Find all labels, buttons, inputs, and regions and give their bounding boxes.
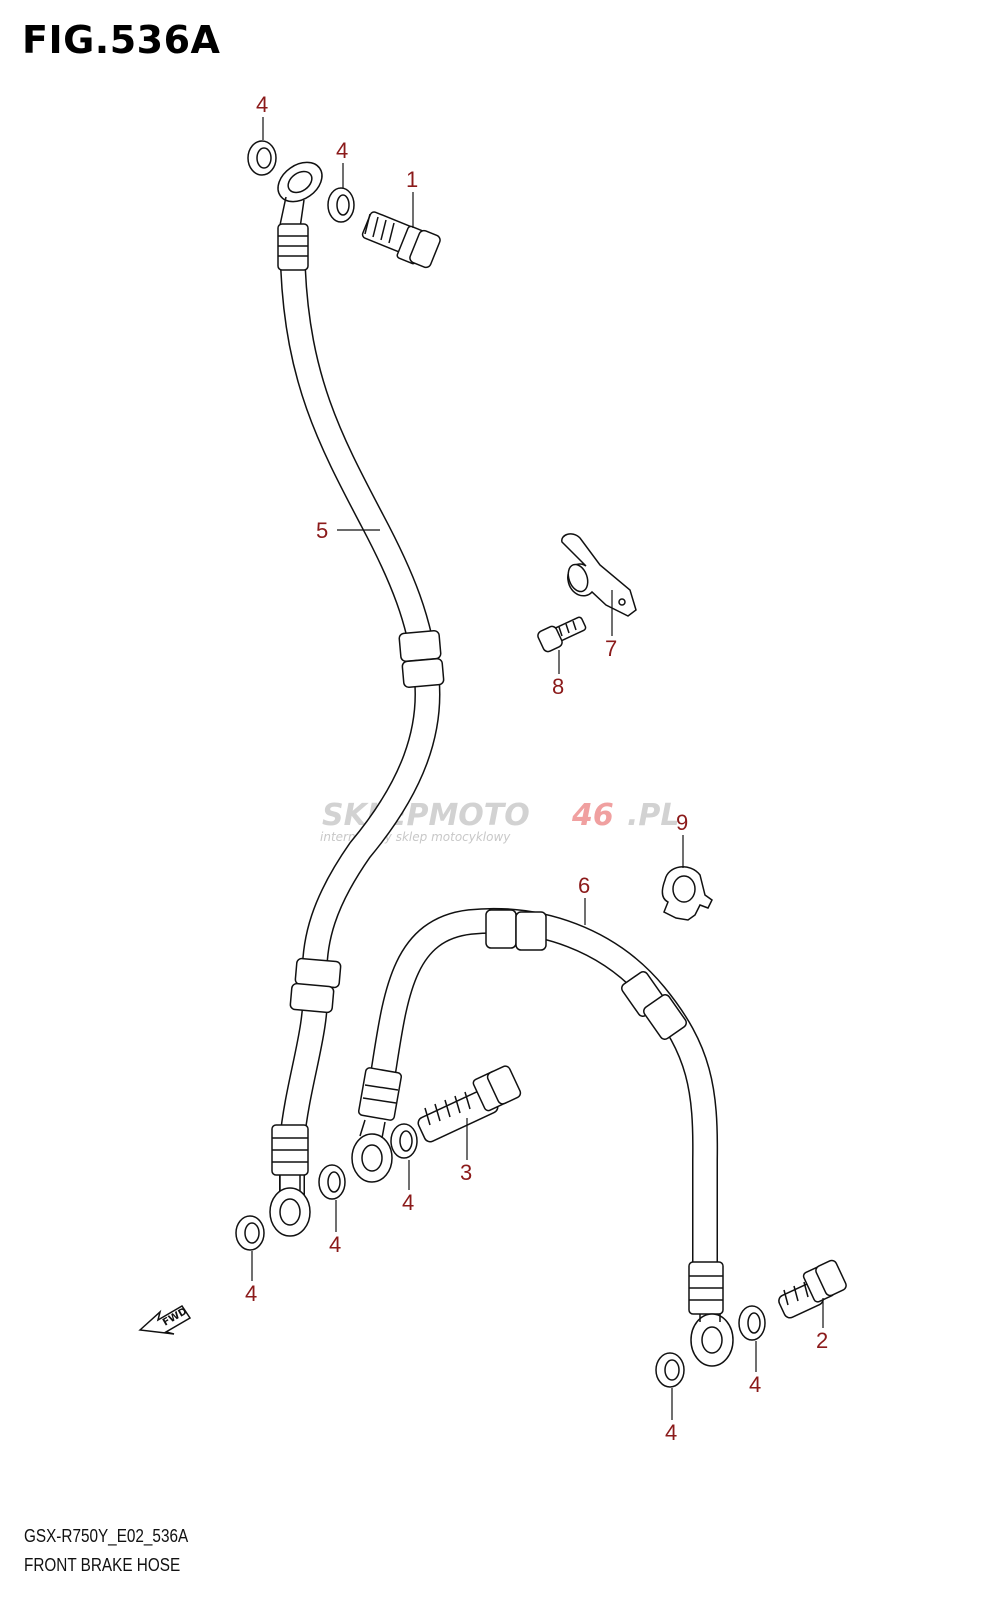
front-brake-hose-upper (269, 161, 445, 1237)
fwd-arrow: FWD (138, 1304, 192, 1335)
callout-7-clamp: 7 (605, 636, 617, 661)
watermark-tagline: internetowy sklep motocyklowy (320, 830, 511, 844)
bolt-8 (537, 616, 587, 653)
washer-top-left (247, 140, 277, 176)
callout-6-lower-hose: 6 (578, 873, 590, 898)
callout-8-bolt: 8 (552, 674, 564, 699)
callout-3-union-bolt: 3 (460, 1160, 472, 1185)
callout-2-union-bolt: 2 (816, 1328, 828, 1353)
callout-4-washer-lower-2: 4 (245, 1281, 257, 1306)
figure-caption: FRONT BRAKE HOSE (24, 1555, 181, 1575)
clip-9 (661, 866, 713, 921)
washer-lower-2 (235, 1215, 265, 1251)
callout-5-upper-hose: 5 (316, 518, 328, 543)
model-code: GSX-R750Y_E02_536A (24, 1526, 189, 1546)
figure-title: FIG.536A (22, 18, 221, 62)
callout-4-washer-lower-4: 4 (665, 1420, 677, 1445)
washers (235, 140, 766, 1388)
clamp-7 (561, 533, 637, 617)
union-bolt-1 (361, 211, 441, 269)
washer-mid (390, 1123, 418, 1159)
washer-lower-4 (655, 1352, 685, 1388)
callout-4-washer-mid: 4 (402, 1190, 414, 1215)
washer-lower-3 (738, 1305, 766, 1341)
washer-top-right (327, 187, 355, 223)
union-bolt-3 (417, 1065, 522, 1143)
washer-lower-1 (318, 1164, 346, 1200)
callout-4-washer-lower-3: 4 (749, 1372, 761, 1397)
callout-4-washer-lower-1: 4 (329, 1232, 341, 1257)
callout-4-washer-top-right: 4 (336, 138, 348, 163)
union-bolt-2 (778, 1259, 847, 1319)
watermark-brand-main: SKLEPMOTO (322, 798, 530, 833)
front-brake-hose-lower (351, 907, 734, 1367)
callout-1-union-bolt: 1 (406, 167, 418, 192)
watermark-brand-number: 46 (571, 798, 614, 833)
callout-9-clip: 9 (676, 810, 688, 835)
watermark-brand-suffix: .PL (627, 798, 680, 833)
callout-4-washer-top-left: 4 (256, 92, 268, 117)
callouts: 4 4 1 5 7 8 9 6 3 4 4 4 2 4 4 (245, 92, 828, 1445)
leader-lines (251, 117, 824, 1420)
